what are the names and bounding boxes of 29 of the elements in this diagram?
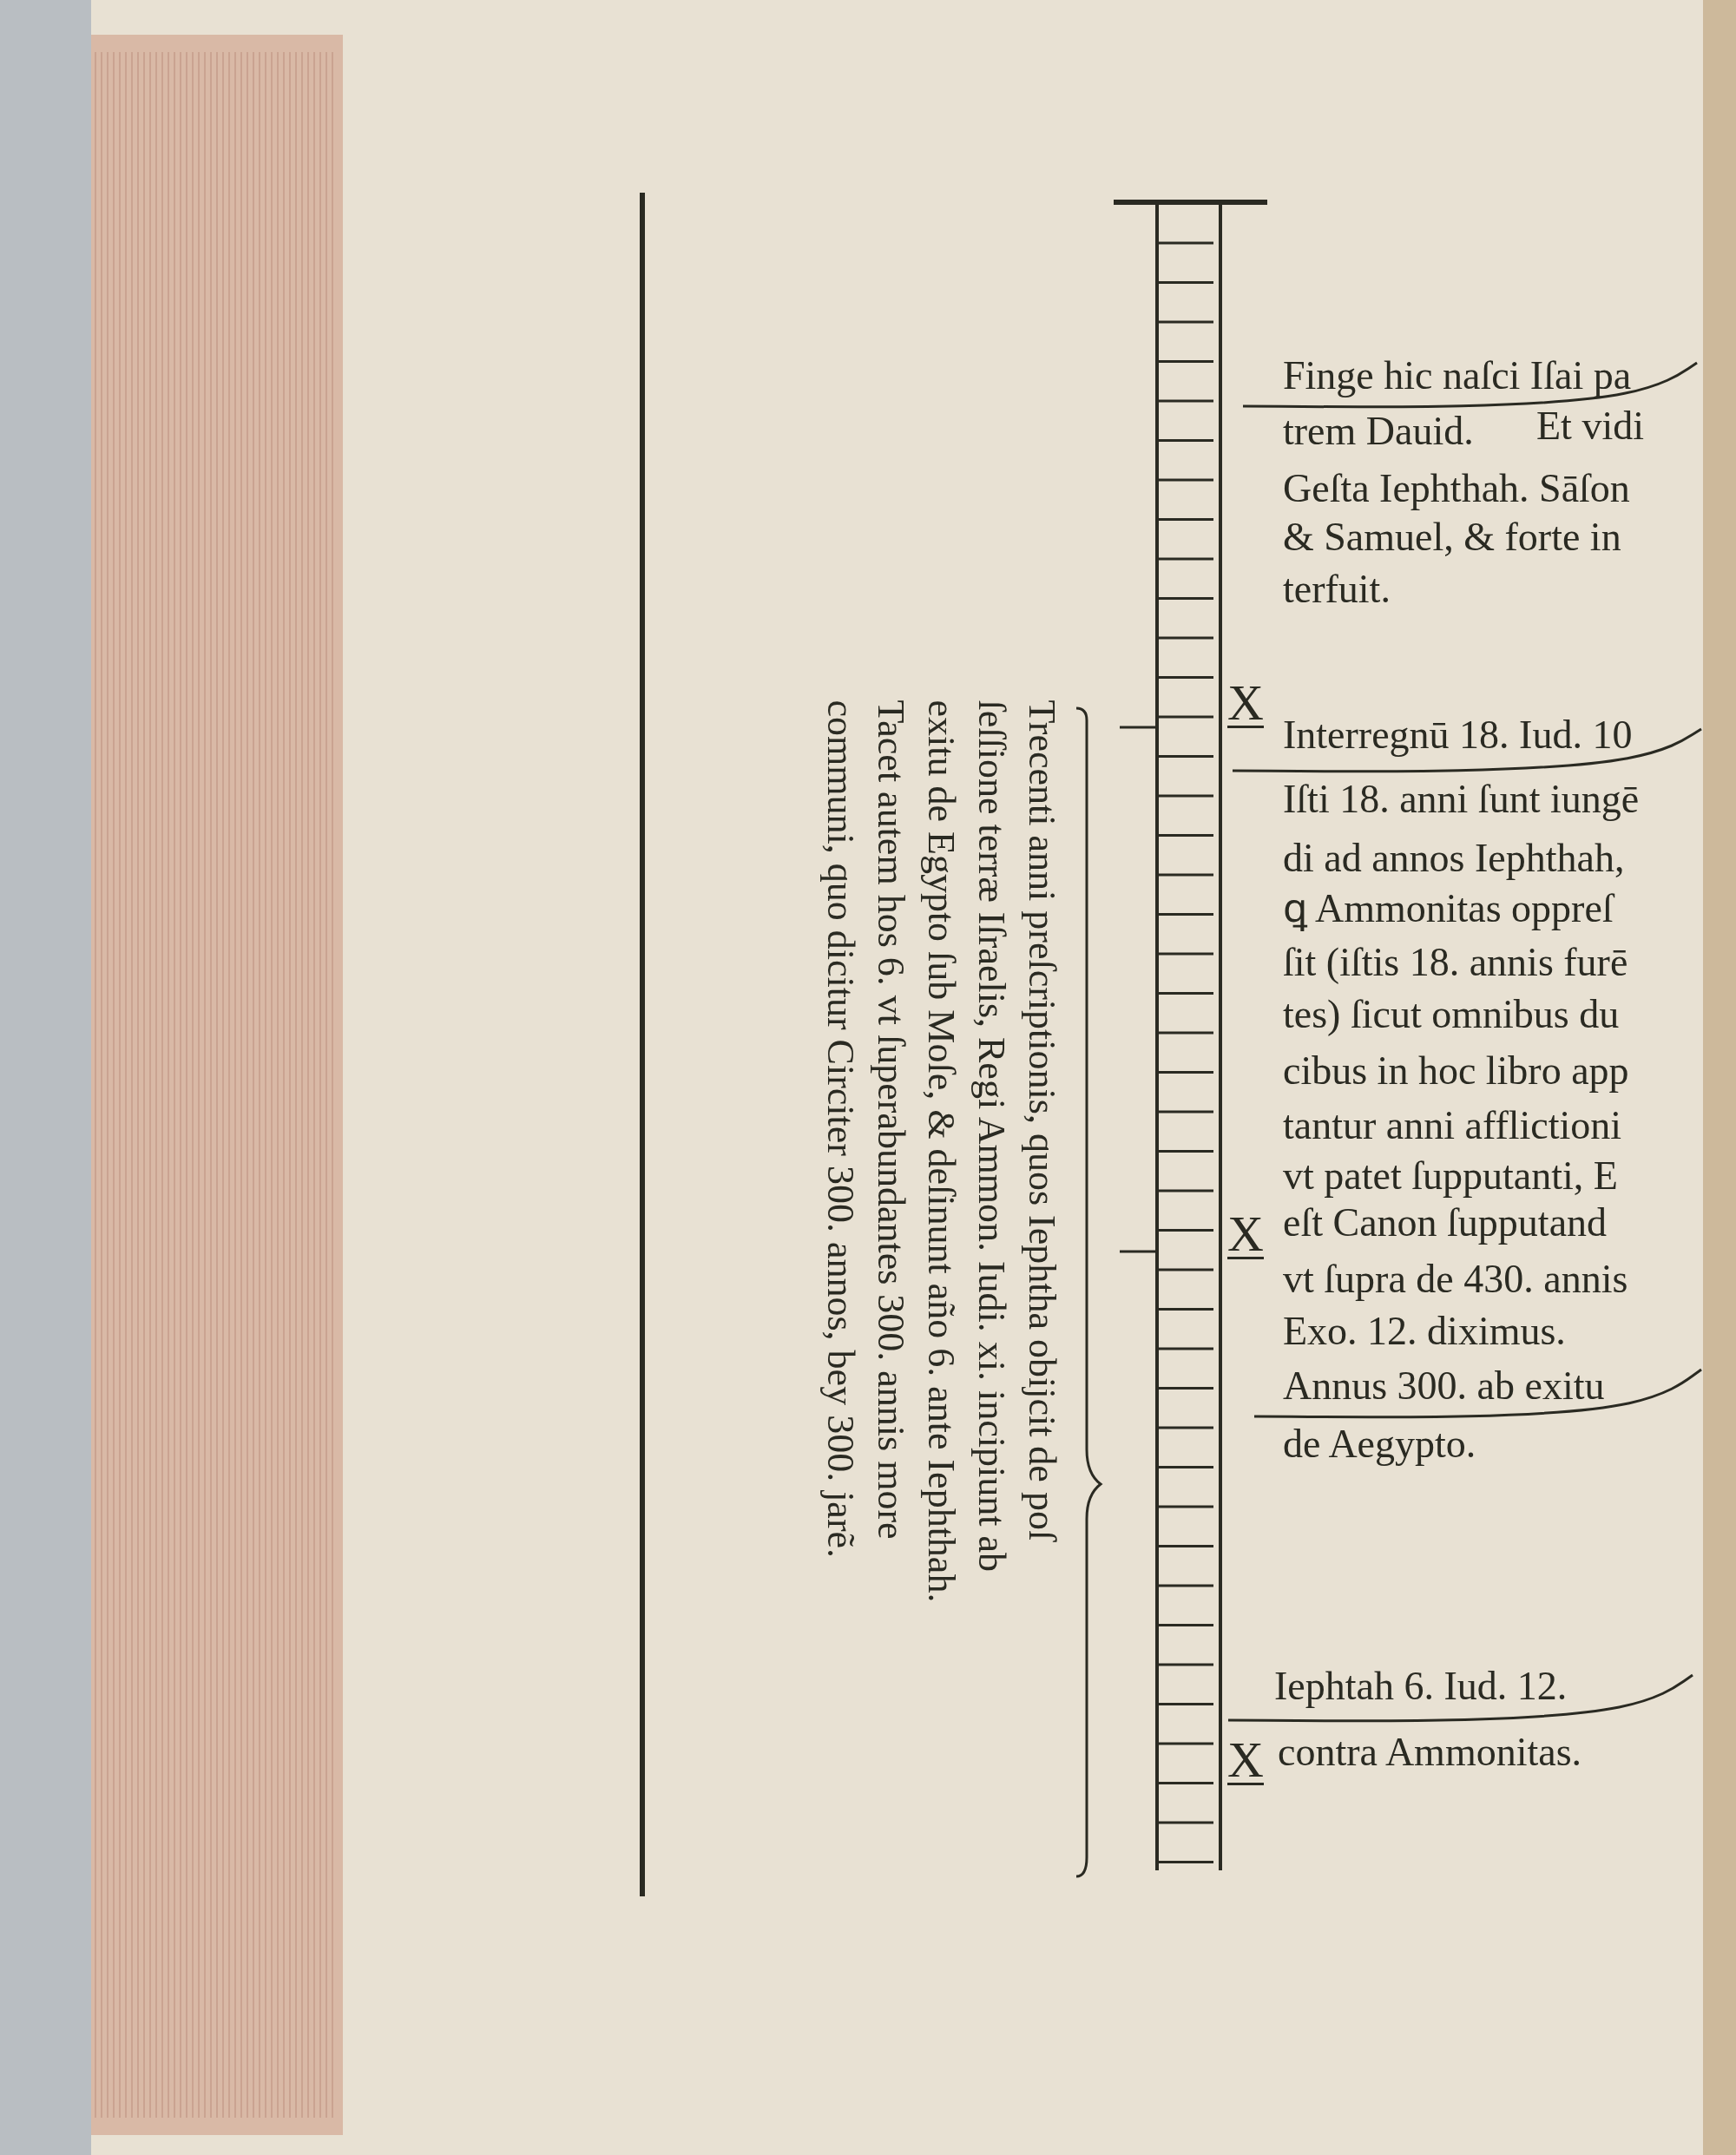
annotation-text: Annus 300. ab exitu xyxy=(1283,1366,1605,1406)
annotation-text: tantur anni afflictioni xyxy=(1283,1106,1622,1146)
annotation-text: tes) ſicut omnibus du xyxy=(1283,995,1620,1035)
annotation-text: contra Ammonitas. xyxy=(1278,1732,1582,1772)
rotated-note-text: Tacet autem hos 6. vt ſuperabundantes 300. annis more xyxy=(868,700,912,1540)
timeline-mark: X xyxy=(1227,680,1264,729)
annotation-text: Iephtah 6. Iud. 12. xyxy=(1274,1666,1568,1706)
timeline-mark: X xyxy=(1227,1212,1264,1260)
rotated-note-text: exitu de Egypto ſub Moſe, & deſinunt año 6. ante Iephthah. xyxy=(918,700,963,1603)
annotation-text: trem Dauid. xyxy=(1283,411,1474,451)
rotated-note-text: communi, quo dicitur Circiter 300. annos, bey 300. jarẽ. xyxy=(818,700,862,1559)
annotation-text: di ad annos Iephthah, xyxy=(1283,838,1625,878)
rotated-note-text: Trecenti anni preſcriptionis, quos Iephtha obijcit de poſ xyxy=(1019,700,1063,1541)
annotation-text: terfuit. xyxy=(1283,569,1391,609)
annotation-text: Exo. 12. diximus. xyxy=(1283,1311,1566,1351)
annotation-text: Et vidi xyxy=(1536,406,1644,446)
annotation-text: & Samuel, & forte in xyxy=(1283,517,1621,557)
annotation-text: eſt Canon ſupputand xyxy=(1283,1203,1608,1243)
annotation-text: vt patet ſupputanti, E xyxy=(1283,1156,1618,1196)
annotation-text: ſit (iſtis 18. annis furē xyxy=(1283,943,1628,982)
timeline-mark: X xyxy=(1227,1738,1264,1786)
annotation-text: cibus in hoc libro app xyxy=(1283,1051,1629,1091)
annotation-text: Iſti 18. anni ſunt iungē xyxy=(1283,779,1640,819)
annotation-text: Geſta Iephthah. Sāſon xyxy=(1283,469,1630,509)
annotation-text: de Aegypto. xyxy=(1283,1424,1476,1464)
annotation-text: Interregnū 18. Iud. 10 xyxy=(1283,715,1633,755)
rotated-note-text: ſeſſione terræ Iſraelis, Regi Ammon. Iudi. xi. incipiunt ab xyxy=(969,700,1013,1572)
annotation-text: Finge hic naſci Iſai pa xyxy=(1283,356,1632,396)
annotation-text: vt ſupra de 430. annis xyxy=(1283,1259,1628,1299)
